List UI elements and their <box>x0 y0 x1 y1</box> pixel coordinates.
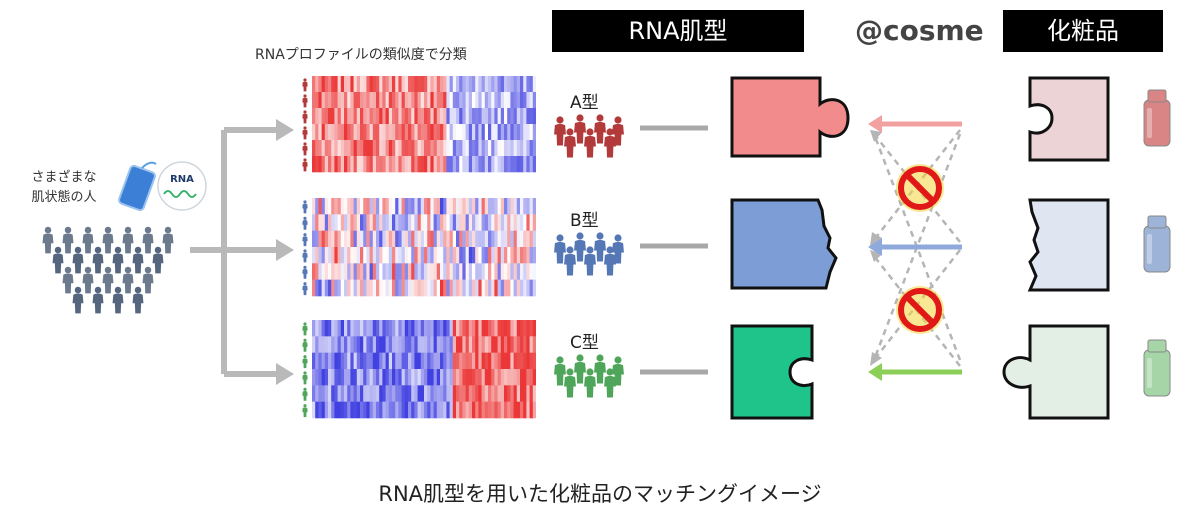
rna-badge-text: RNA <box>170 174 194 185</box>
type-a-label: A型 <box>570 93 599 113</box>
type-b-group-icon <box>554 232 624 276</box>
heatmap-a <box>302 76 536 173</box>
arrow-head-b <box>276 239 294 261</box>
prohibition-sign-1 <box>896 164 944 212</box>
cosmetic-bottle-b <box>1143 215 1171 273</box>
people-label: さまざまな 肌状態の人 <box>31 170 97 205</box>
rna-badge-graphic: RNA <box>118 161 207 212</box>
rna-tube-icon <box>118 161 157 212</box>
arrow-head-a <box>276 119 294 141</box>
type-a-group-icon <box>554 114 624 158</box>
cosmetic-piece-a <box>1028 76 1110 162</box>
cosmetic-piece-c <box>1002 324 1110 420</box>
caption: RNA肌型を用いた化粧品のマッチングイメージ <box>378 482 822 506</box>
puzzle-piece-a <box>730 76 850 158</box>
type-b-label: B型 <box>570 211 599 231</box>
heatmap-title: RNAプロファイルの類似度で分類 <box>255 47 467 63</box>
type-c-label: C型 <box>570 333 599 353</box>
type-connectors <box>640 125 708 375</box>
heatmap-b <box>302 198 536 297</box>
arrow-head-c <box>276 363 294 385</box>
cosmetic-piece-b <box>1027 198 1110 292</box>
heatmap-c <box>302 320 536 419</box>
branch-arrows <box>190 119 294 385</box>
type-c-group-icon <box>554 354 624 398</box>
prohibition-sign-2 <box>896 286 944 334</box>
crowd-icon <box>42 226 174 314</box>
cosmetic-bottle-a <box>1143 89 1171 147</box>
cosmetic-bottle-c <box>1143 339 1171 397</box>
puzzle-piece-b <box>730 198 838 290</box>
puzzle-piece-c <box>730 324 814 420</box>
matching-arrows <box>868 115 962 381</box>
cosmetics-header: 化粧品 <box>1003 10 1163 52</box>
rna-type-header: RNA肌型 <box>552 10 804 52</box>
cosme-label: @cosme <box>855 14 984 47</box>
rna-bubble-icon: RNA <box>157 161 207 211</box>
